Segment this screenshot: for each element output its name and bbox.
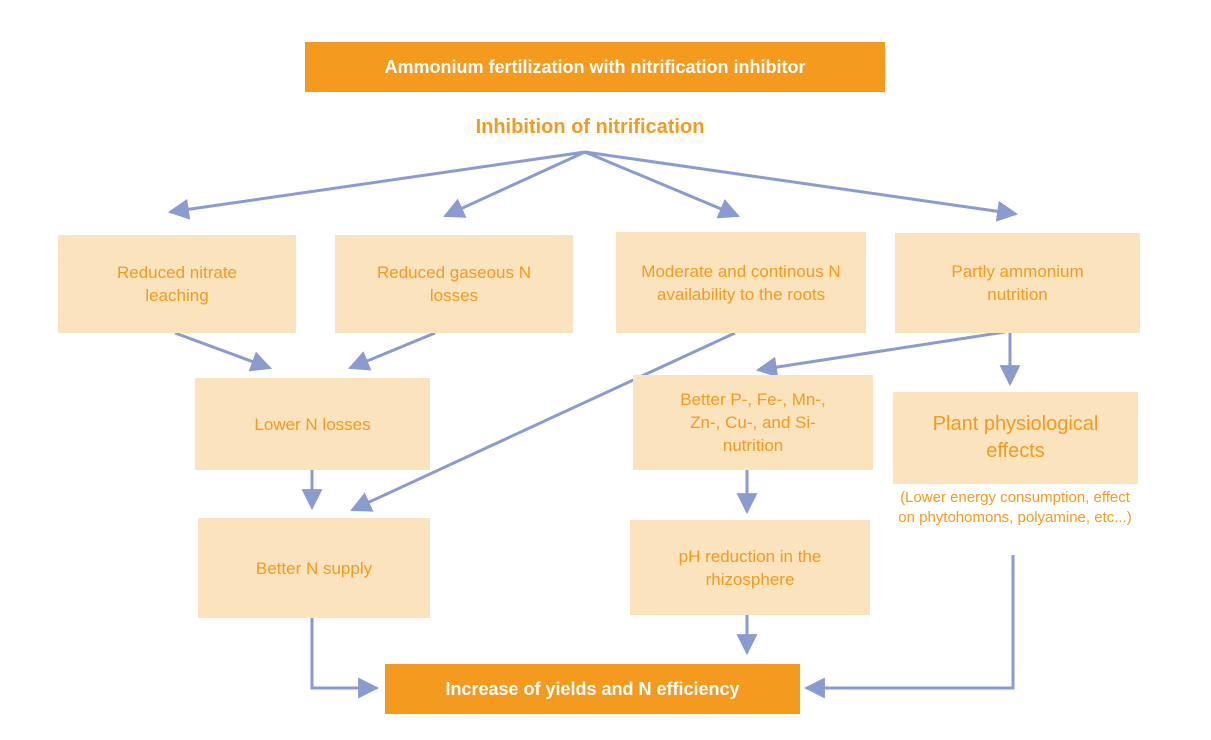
arrow-to-partly-ammonium <box>584 150 1019 222</box>
arrow-to-reduced-leaching <box>167 150 586 220</box>
bottom-title-banner: Increase of yields and N efficiency <box>385 664 800 714</box>
arrow-to-moderate-supply <box>584 150 740 219</box>
arrow-supply-to-increase <box>310 618 380 699</box>
lower-losses-box: Lower N losses <box>195 378 430 470</box>
partly-ammonium-text: Partly ammonium nutrition <box>951 262 1084 304</box>
top-title-text: Ammonium fertilization with nitrificatio… <box>384 56 806 77</box>
plant-effects-box: Plant physiological effects <box>893 392 1138 484</box>
arrow-gaseous-to-lower-losses <box>348 331 436 371</box>
arrow-ammonium-to-nutrition <box>755 330 1006 378</box>
ph-reduction-box: pH reduction in the rhizosphere <box>630 520 870 615</box>
plant-effects-note: (Lower energy consumption, effect on phy… <box>898 489 1132 526</box>
better-supply-text: Better N supply <box>255 558 373 578</box>
reduced-gaseous-text: Reduced gaseous N losses <box>376 263 532 305</box>
top-title-banner: Ammonium fertilization with nitrificatio… <box>305 42 885 92</box>
better-nutrition-text: Better P-, Fe-, Mn-, Zn-, Cu-, and Si-nu… <box>680 390 826 455</box>
reduced-leaching-box: Reduced nitrate leaching <box>58 235 296 333</box>
subtitle-text: Inhibition of nitrification <box>475 116 705 138</box>
moderate-supply-text: Moderate and continous N availability to… <box>641 261 841 304</box>
reduced-leaching-text: Reduced nitrate leaching <box>116 263 238 305</box>
bottom-title-text: Increase of yields and N efficiency <box>445 678 740 699</box>
moderate-supply-box: Moderate and continous N availability to… <box>616 232 866 333</box>
partly-ammonium-box: Partly ammonium nutrition <box>895 233 1140 333</box>
ph-reduction-text: pH reduction in the rhizosphere <box>678 546 822 589</box>
arrow-to-reduced-gaseous <box>443 150 586 218</box>
reduced-gaseous-box: Reduced gaseous N losses <box>335 235 573 333</box>
arrow-moderate-to-better-supply <box>350 331 736 512</box>
arrow-effects-to-increase <box>803 555 1015 699</box>
better-nutrition-box: Better P-, Fe-, Mn-, Zn-, Cu-, and Si-nu… <box>633 375 873 470</box>
better-supply-box: Better N supply <box>198 518 430 618</box>
plant-effects-text: Plant physiological effects <box>932 413 1099 462</box>
arrow-leaching-to-lower-losses <box>174 331 272 372</box>
lower-losses-text: Lower N losses <box>254 414 371 434</box>
